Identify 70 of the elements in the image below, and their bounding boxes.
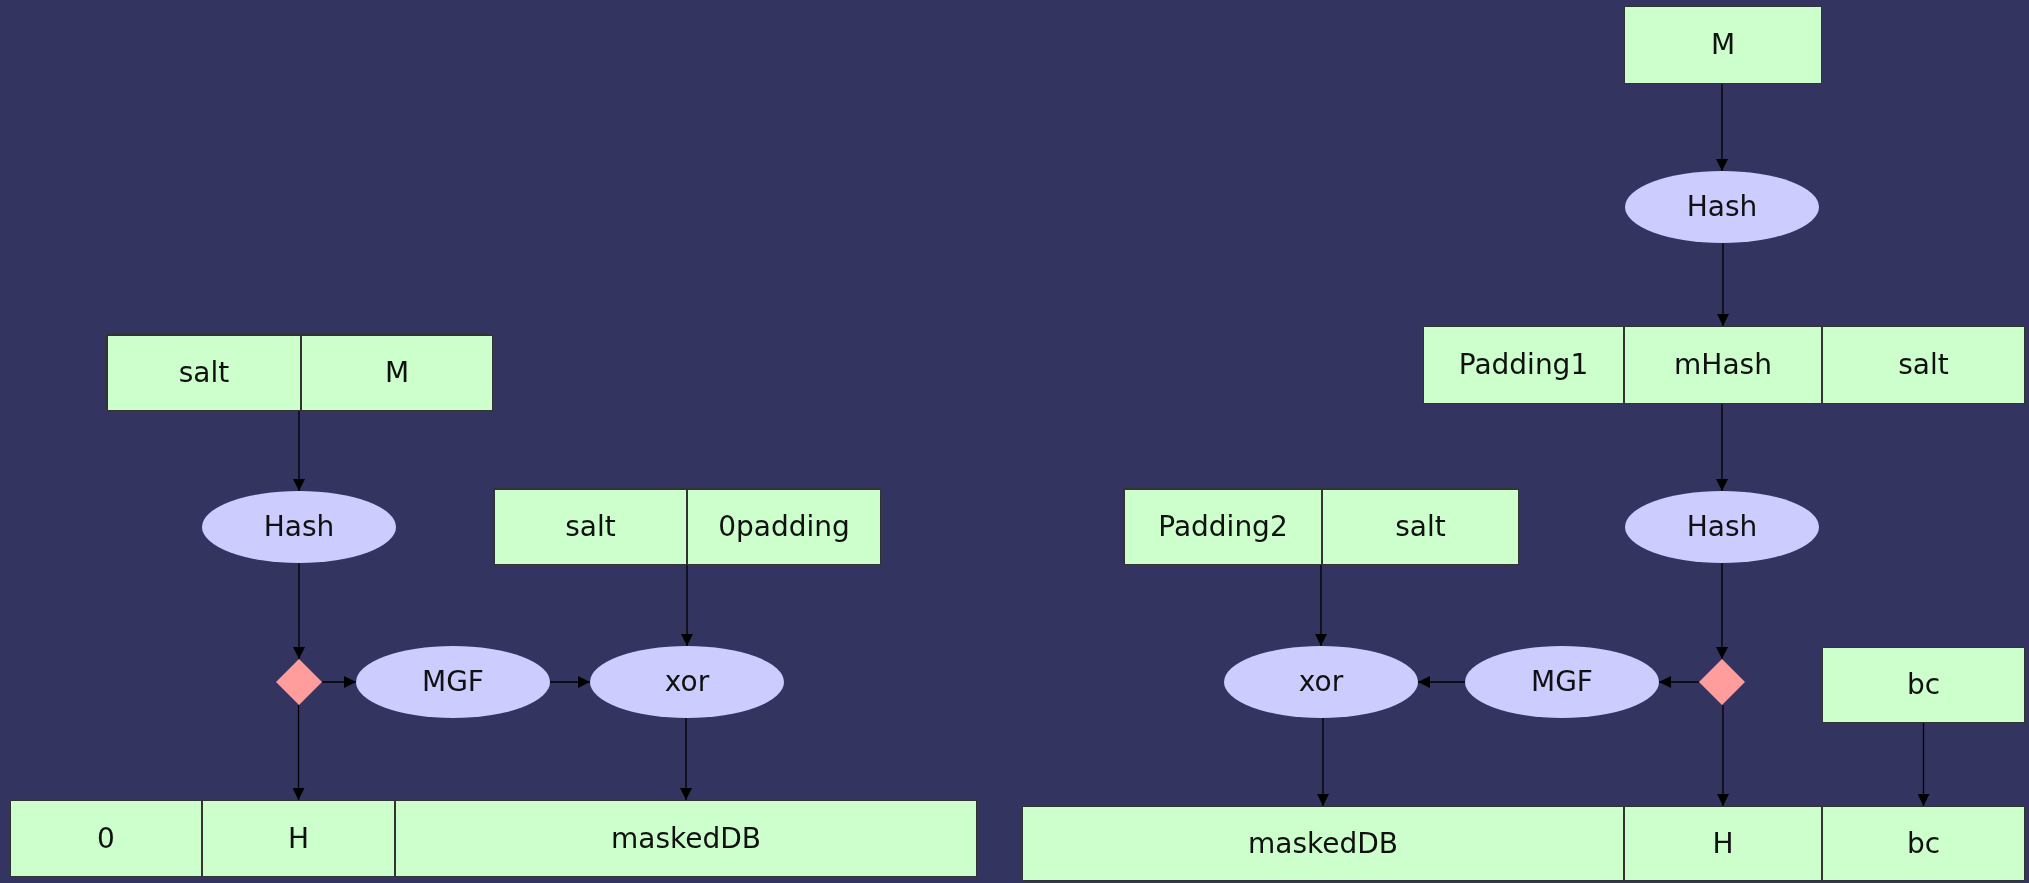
arrow: [1716, 83, 1728, 172]
arrow: [321, 676, 357, 688]
node-label: salt: [1395, 509, 1446, 545]
node-label: 0padding: [718, 509, 850, 545]
node-label: maskedDB: [611, 820, 761, 857]
arrow: [1417, 676, 1466, 688]
field-cell: [1124, 489, 1322, 565]
arrow: [1917, 722, 1930, 807]
process-ellipse: [1625, 171, 1819, 243]
process-ellipse: [590, 646, 784, 718]
field-cell: [1822, 647, 2025, 723]
arrow: [1317, 717, 1329, 807]
field-cell: [1022, 806, 1624, 881]
field-cell: [1822, 326, 2025, 404]
field-cell: [107, 335, 301, 411]
field-cell: [1822, 806, 2025, 881]
arrow: [292, 704, 305, 801]
node-label: Padding2: [1158, 509, 1288, 545]
arrow: [293, 409, 305, 492]
decision-diamond: [1699, 659, 1745, 705]
process-ellipse: [1224, 646, 1418, 718]
field-cell: [301, 335, 493, 411]
arrow: [1658, 676, 1700, 688]
process-ellipse: [202, 491, 396, 563]
field-cell: [1423, 326, 1624, 404]
node-label: M: [384, 355, 410, 391]
field-cell: [1624, 326, 1822, 404]
arrow: [293, 562, 305, 660]
node-label: bc: [1906, 667, 1941, 703]
node-label: MGF: [422, 664, 484, 700]
field-cell: [395, 800, 977, 877]
arrow: [1717, 242, 1729, 327]
process-ellipse: [1625, 491, 1819, 563]
field-cell: [1624, 6, 1822, 84]
field-cell: [494, 489, 687, 565]
node-label: maskedDB: [1248, 825, 1398, 862]
node-label: xor: [664, 664, 710, 700]
field-cell: [1322, 489, 1519, 565]
arrow: [681, 563, 693, 647]
field-row: [1123, 488, 1518, 564]
arrow: [1716, 562, 1728, 660]
node-label: salt: [565, 509, 616, 545]
node-label: mHash: [1674, 347, 1772, 383]
node-label: Hash: [1686, 189, 1758, 225]
node-label: 0: [97, 820, 115, 857]
arrow: [680, 717, 692, 801]
node-label: Hash: [263, 509, 335, 545]
process-ellipse: [356, 646, 550, 718]
field-cell: [1624, 806, 1822, 881]
field-cell: [10, 800, 202, 877]
node-label: xor: [1298, 664, 1344, 700]
node-label: Padding1: [1458, 347, 1589, 383]
arrow: [1315, 563, 1327, 647]
node-label: salt: [178, 355, 230, 391]
arrow: [549, 676, 591, 688]
field-cell: [202, 800, 395, 877]
decision-diamond: [276, 659, 322, 705]
field-row: [493, 488, 880, 564]
node-label: H: [1712, 825, 1734, 862]
field-row: [106, 334, 492, 410]
arrow: [1717, 704, 1729, 807]
arrow: [1716, 403, 1728, 492]
node-label: Hash: [1686, 509, 1758, 545]
node-label: salt: [1898, 347, 1949, 383]
node-label: MGF: [1531, 664, 1593, 700]
node-label: H: [287, 820, 310, 857]
node-label: M: [1710, 27, 1736, 63]
process-ellipse: [1465, 646, 1659, 718]
node-label: bc: [1906, 825, 1941, 862]
field-cell: [687, 489, 881, 565]
